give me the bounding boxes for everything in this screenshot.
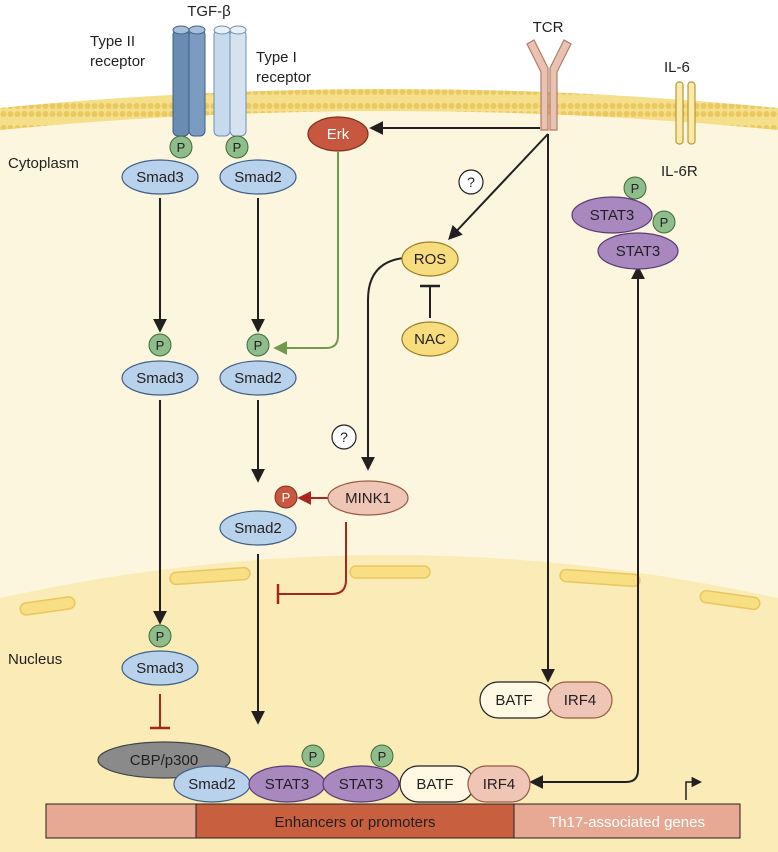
smad3-node-nucleus-label: Smad3 bbox=[136, 660, 184, 677]
phospho-receptor-type1 bbox=[225, 135, 249, 159]
tgf-beta-label: TGF-β bbox=[187, 3, 231, 20]
ros-node bbox=[401, 241, 459, 277]
phospho-smad3-nucleus-label: P bbox=[156, 629, 165, 644]
smad2-node-mid bbox=[219, 360, 297, 396]
arrow-ros-to-mink1 bbox=[361, 257, 405, 471]
stat3-node-bottom bbox=[597, 232, 679, 270]
cbp-p300-node-label: CBP/p300 bbox=[130, 752, 198, 769]
smad3-node-mid-label: Smad3 bbox=[136, 370, 184, 387]
phospho-smad2-mid-label: P bbox=[254, 338, 263, 353]
inhibit-mink1-nuclear-entry bbox=[278, 522, 347, 595]
smad2-node-low bbox=[219, 510, 297, 546]
il6-label: IL-6 bbox=[664, 59, 690, 76]
irf4-node-nucleus bbox=[547, 681, 613, 719]
smad3-node-membrane-label: Smad3 bbox=[136, 169, 184, 186]
phospho-stat3-top bbox=[623, 176, 647, 200]
tss-arrow bbox=[685, 776, 703, 800]
phospho-receptor-type2 bbox=[169, 135, 193, 159]
il6r-label: IL-6R bbox=[661, 163, 698, 180]
il6-receptor bbox=[675, 81, 696, 145]
stat3-node-top bbox=[571, 196, 653, 234]
phospho-stat3-bottom-label: P bbox=[660, 215, 669, 230]
phospho-stat3-complex-1-label: P bbox=[309, 749, 318, 764]
type1-receptor-label-line1: Type I bbox=[256, 49, 297, 66]
phospho-smad3-mid bbox=[148, 333, 172, 357]
smad2-node-membrane-label: Smad2 bbox=[234, 169, 282, 186]
phospho-stat3-complex-1 bbox=[301, 744, 325, 768]
erk-node bbox=[307, 116, 369, 152]
phospho-receptor-type2-label: P bbox=[177, 140, 186, 155]
tcr-label: TCR bbox=[533, 19, 564, 36]
stat3-node-top-label: STAT3 bbox=[590, 207, 634, 224]
mink1-node-label: MINK1 bbox=[345, 490, 391, 507]
smad3-node-nucleus bbox=[121, 650, 199, 686]
unknown-mark-2-text: ? bbox=[340, 429, 348, 445]
nac-node-label: NAC bbox=[414, 331, 446, 348]
ros-node-label: ROS bbox=[414, 251, 447, 268]
phospho-stat3-complex-2-label: P bbox=[378, 749, 387, 764]
stat3-node-complex-2-label: STAT3 bbox=[339, 776, 383, 793]
phospho-smad2-mink1-label: P bbox=[282, 490, 291, 505]
phospho-smad2-mink1 bbox=[274, 485, 298, 509]
type1-receptor bbox=[213, 25, 247, 137]
phospho-stat3-bottom bbox=[652, 210, 676, 234]
batf-node-nucleus-label: BATF bbox=[495, 692, 532, 709]
stat3-node-bottom-label: STAT3 bbox=[616, 243, 660, 260]
phospho-smad2-mid bbox=[246, 333, 270, 357]
stat3-node-complex-1-label: STAT3 bbox=[265, 776, 309, 793]
batf-node-complex-label: BATF bbox=[416, 776, 453, 793]
phospho-smad3-mid-label: P bbox=[156, 338, 165, 353]
cytoplasm-label: Cytoplasm bbox=[8, 155, 79, 172]
phospho-smad3-nucleus bbox=[148, 624, 172, 648]
irf4-node-nucleus-label: IRF4 bbox=[564, 692, 597, 709]
arrow-tcr-to-ros bbox=[448, 133, 549, 241]
dna-right-label: Th17-associated genes bbox=[549, 814, 705, 831]
smad2-node-low-label: Smad2 bbox=[234, 520, 282, 537]
nac-node bbox=[401, 321, 459, 357]
unknown-mark-1-text: ? bbox=[467, 174, 475, 190]
type2-receptor-label-line1: Type II bbox=[90, 33, 135, 50]
dna-segment-middle bbox=[195, 803, 515, 839]
type2-receptor-label-line2: receptor bbox=[90, 53, 145, 70]
arrow-stat3-to-complex bbox=[529, 265, 645, 789]
unknown-mark-2: ? bbox=[331, 424, 357, 450]
type1-receptor-label-line2: receptor bbox=[256, 69, 311, 86]
erk-node-label: Erk bbox=[327, 126, 350, 143]
phospho-stat3-complex-2 bbox=[370, 744, 394, 768]
unknown-mark-1: ? bbox=[458, 169, 484, 195]
smad3-node-mid bbox=[121, 360, 199, 396]
irf4-node-complex-label: IRF4 bbox=[483, 776, 516, 793]
irf4-node-complex bbox=[467, 765, 531, 803]
tcr-receptor bbox=[526, 39, 572, 131]
nucleus-label: Nucleus bbox=[8, 651, 62, 668]
phospho-receptor-type1-label: P bbox=[233, 140, 242, 155]
mink1-node bbox=[327, 480, 409, 516]
phospho-stat3-top-label: P bbox=[631, 181, 640, 196]
smad2-node-membrane bbox=[219, 159, 297, 195]
arrow-erk-to-smad2p bbox=[273, 152, 339, 355]
dna-segment-left bbox=[45, 803, 197, 839]
stat3-node-complex-2 bbox=[322, 765, 400, 803]
smad3-node-membrane bbox=[121, 159, 199, 195]
type2-receptor bbox=[172, 25, 206, 137]
dna-middle-label: Enhancers or promoters bbox=[275, 814, 436, 831]
dna-segment-right bbox=[513, 803, 741, 839]
smad2-node-mid-label: Smad2 bbox=[234, 370, 282, 387]
smad2-node-complex-label: Smad2 bbox=[188, 776, 236, 793]
